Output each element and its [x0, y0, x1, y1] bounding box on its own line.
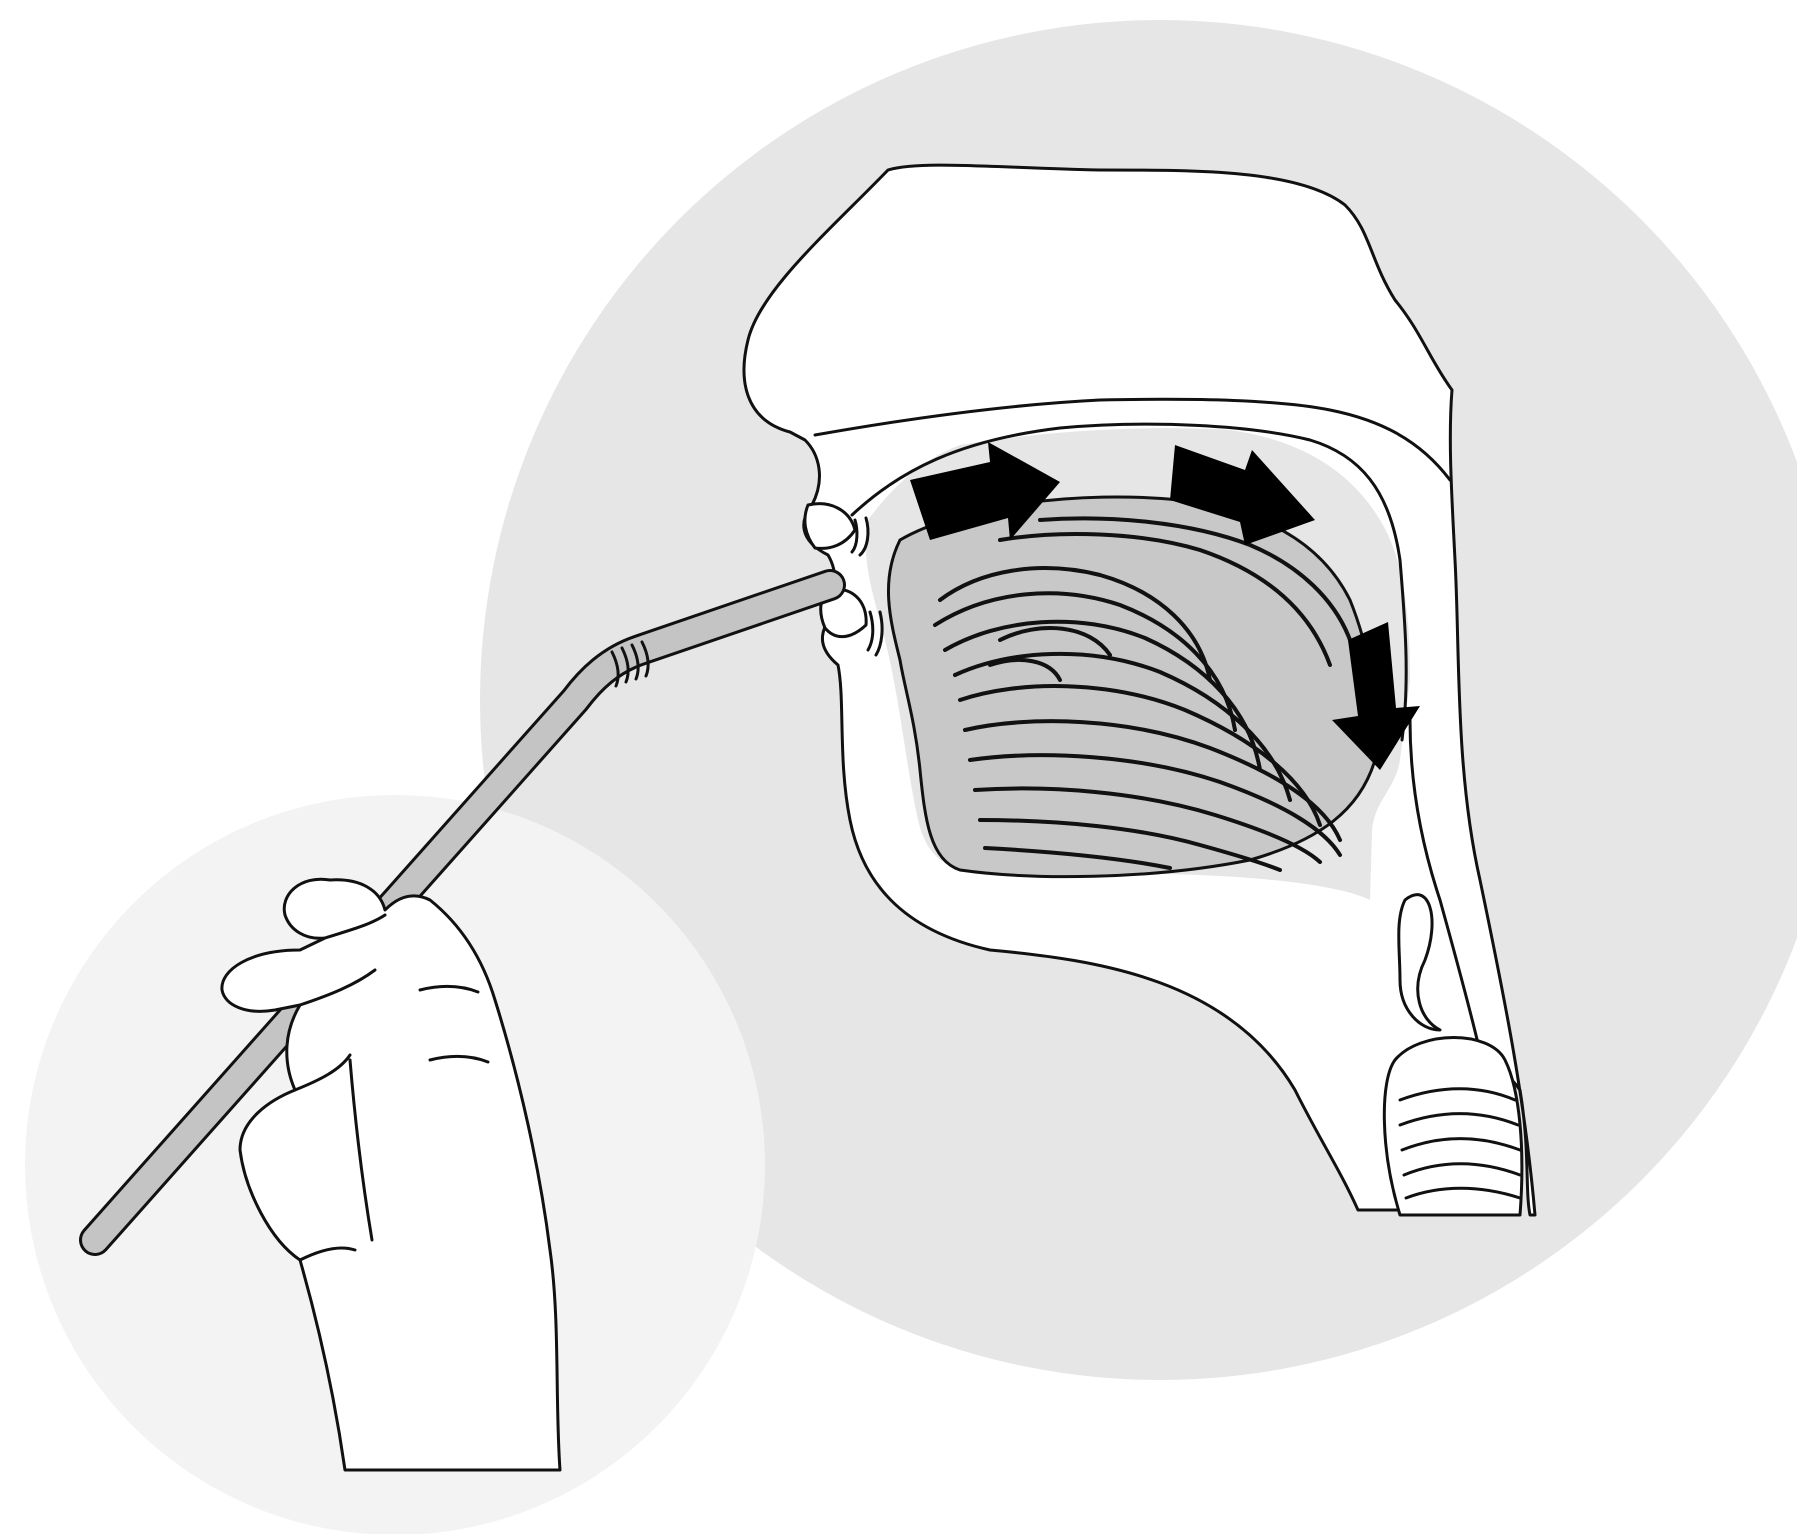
trachea: [1384, 1038, 1522, 1216]
tongue: [888, 497, 1375, 877]
